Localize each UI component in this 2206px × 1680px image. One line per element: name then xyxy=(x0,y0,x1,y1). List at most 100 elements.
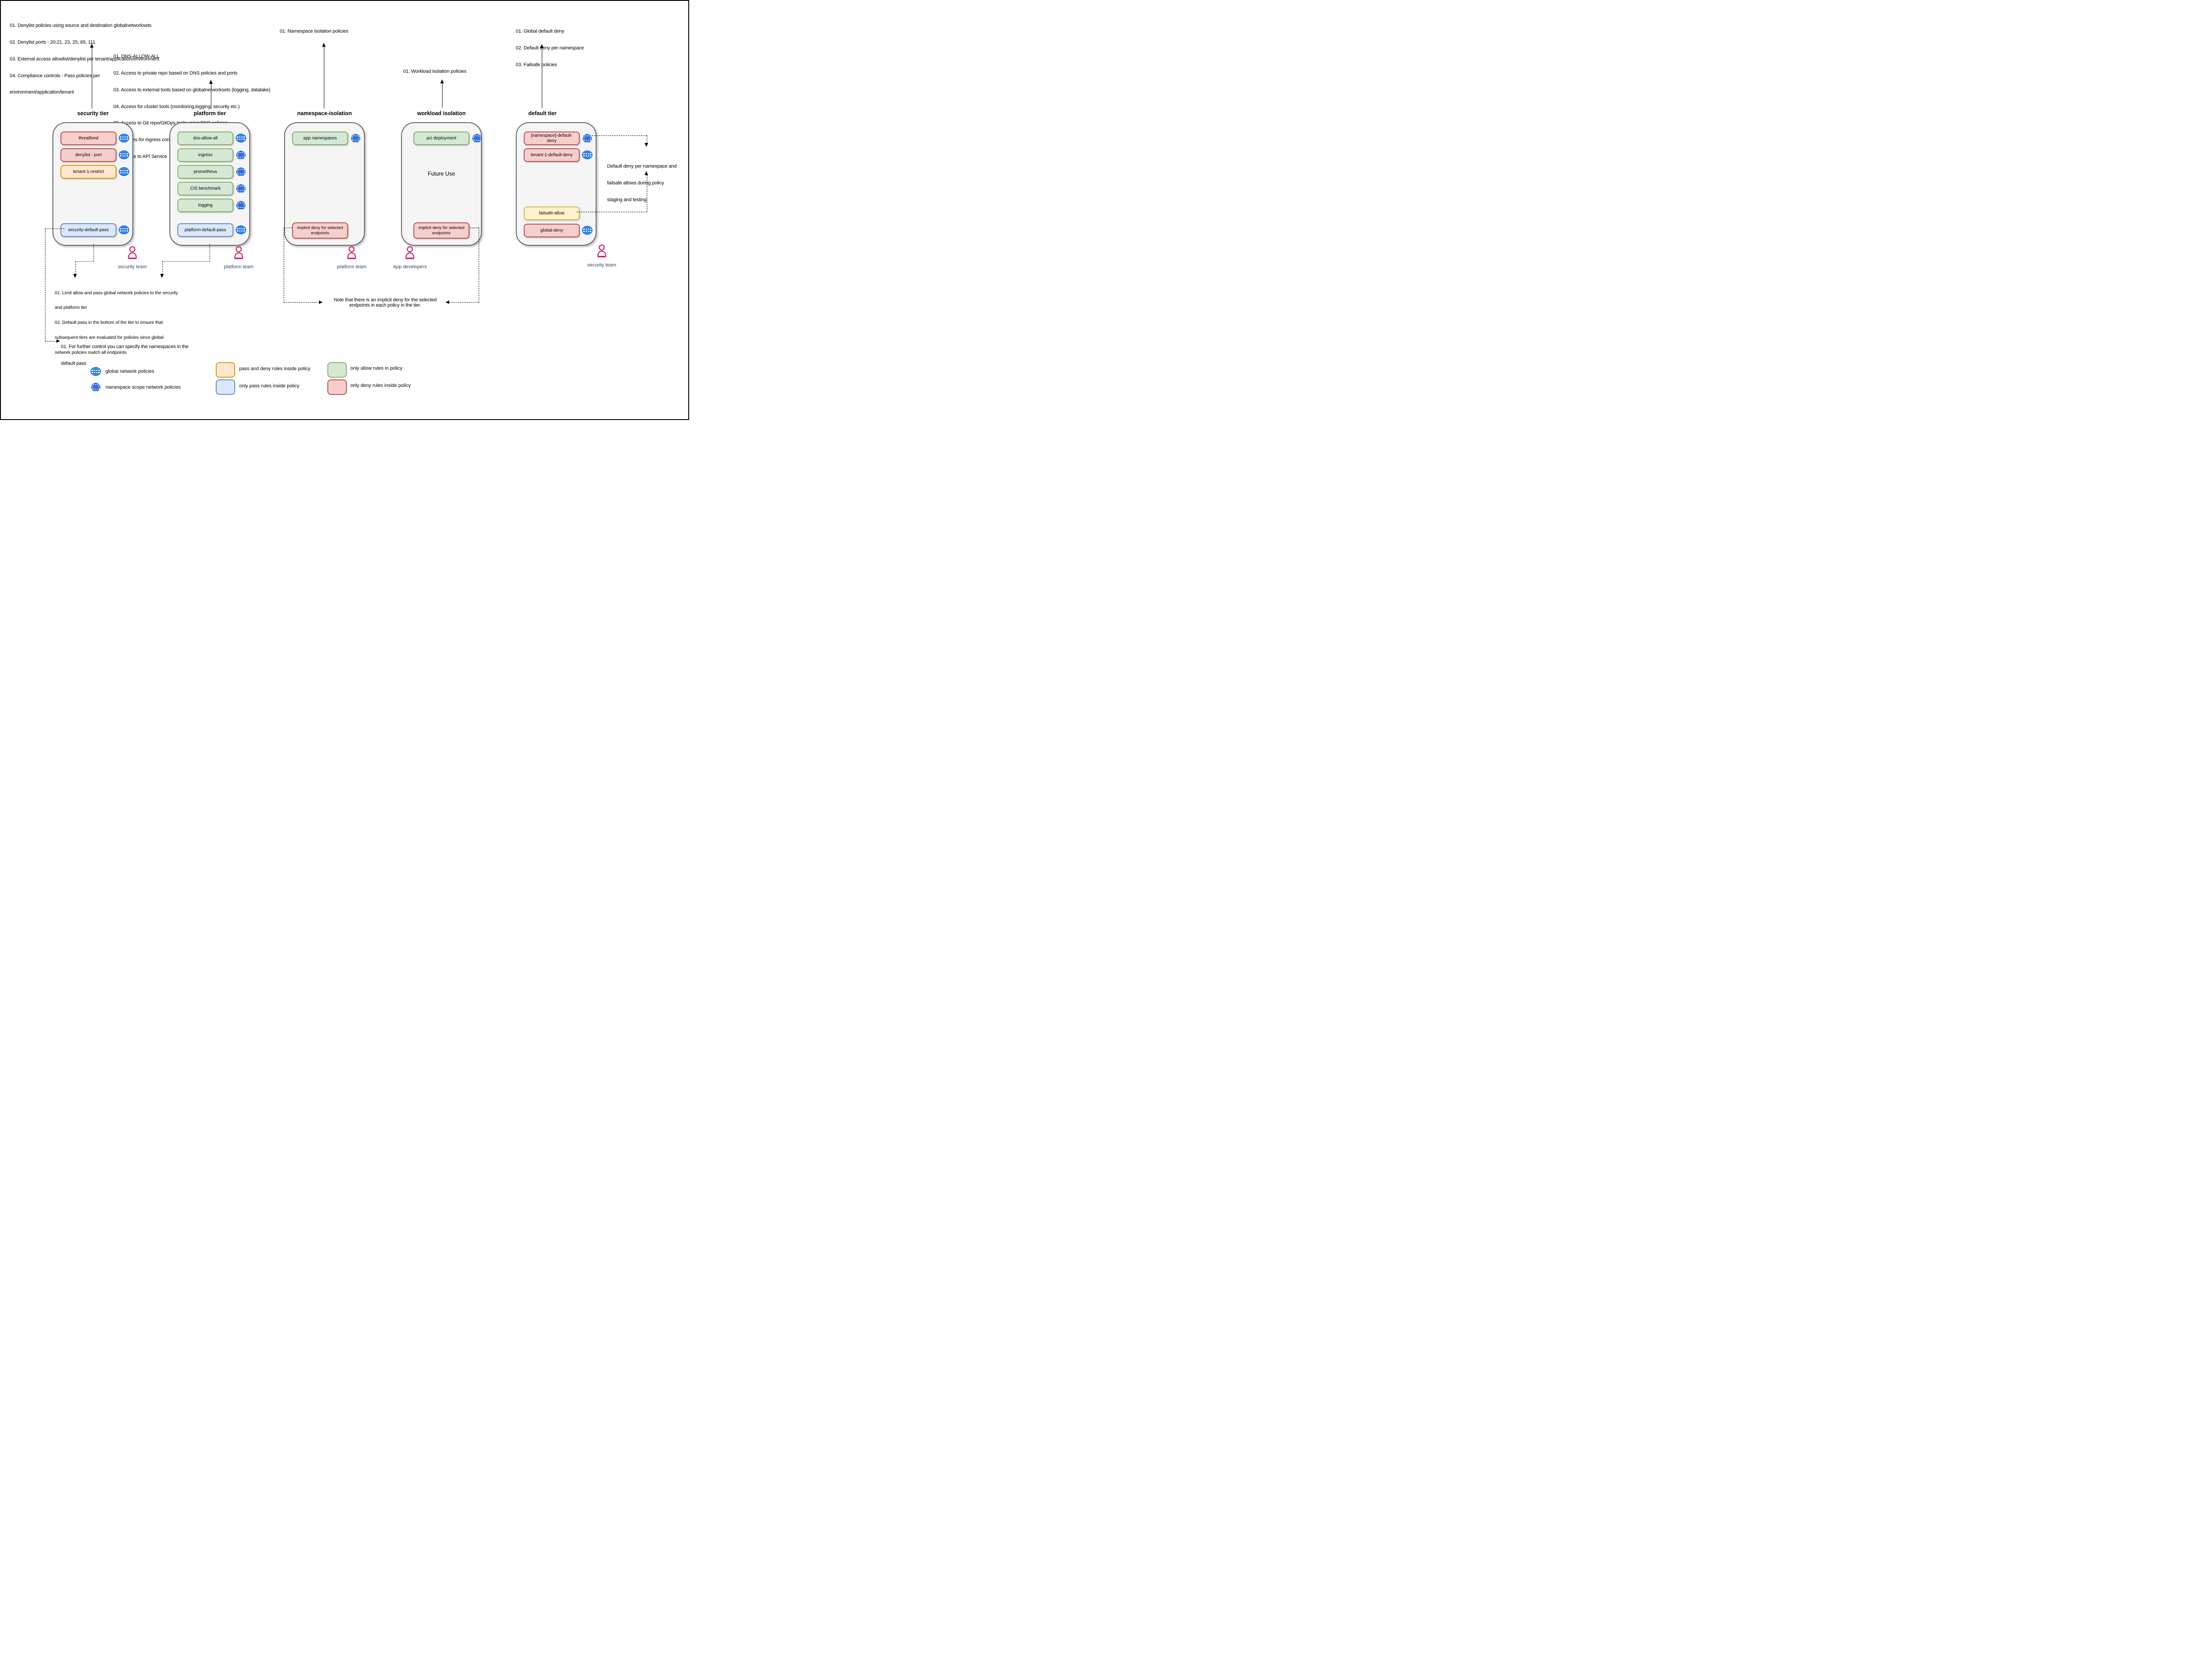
note-line: 03. Access to external tools based on gl… xyxy=(113,87,270,93)
tier-title-platform: platform tier xyxy=(194,110,226,116)
note-line: Default deny per namespace and xyxy=(607,164,677,169)
note-line: 01. Limit allow and pass global network … xyxy=(55,290,178,296)
policy-label: CIS benchmark xyxy=(190,186,221,191)
policy-failsafe-allow: failsafe-allow xyxy=(524,206,580,220)
policy-threatfeed: threatfeed xyxy=(60,131,116,145)
tier-title-security: security tier xyxy=(77,110,109,116)
globe-icon xyxy=(236,133,246,143)
note-line: 04. Access for cluster tools (monitoring… xyxy=(113,104,240,109)
policy-security-default-pass: security-default-pass xyxy=(60,223,116,237)
team-security-2: security team xyxy=(575,244,628,268)
tier-title-namespace-isolation: namespace-isolation xyxy=(297,110,352,116)
connector-arrowhead xyxy=(446,300,449,304)
legend-swatch-only-deny xyxy=(327,379,347,395)
arrow-workload-notes xyxy=(440,79,444,83)
policy-prometheus: prometheus xyxy=(177,165,233,179)
namespace-isolation-note: 01. Namespace isolation policies xyxy=(280,29,349,34)
globe-icon xyxy=(90,367,101,376)
policy-label: ingress xyxy=(198,152,213,158)
note-line: staging and testing xyxy=(607,197,647,202)
connector-line xyxy=(592,135,647,136)
note-line: Note that there is an implicit deny for … xyxy=(334,297,437,303)
legend-global-label: global network policies xyxy=(105,369,154,374)
legend-namespace-label: namespace scope network policies xyxy=(105,385,181,390)
pass-policy-note: 01. Limit allow and pass global network … xyxy=(55,281,178,365)
team-platform: platform team xyxy=(212,246,265,270)
policy-ingress: ingress xyxy=(177,148,233,162)
globe-icon xyxy=(236,225,246,235)
globe-icon xyxy=(582,225,593,235)
note-line: network policies match all endpoints xyxy=(55,350,127,356)
connector-line xyxy=(162,261,210,262)
legend-swatch-pass-and-deny xyxy=(216,362,235,378)
connector-line xyxy=(75,261,94,262)
namespace-icon xyxy=(472,133,482,143)
note-line: 03. Failsafe policies xyxy=(516,62,557,68)
tier-title-default: default tier xyxy=(528,110,557,116)
note-line: environment/application/tenant xyxy=(10,90,74,95)
tier-namespace-isolation: namespace-isolation app namespaces impli… xyxy=(284,110,365,246)
policy-implicit-deny: implicit deny for selected endpoints xyxy=(413,222,469,239)
legend-swatch-only-pass xyxy=(216,379,235,395)
default-tier-notes: 01. Global default deny 02. Default deny… xyxy=(516,18,584,79)
globe-icon xyxy=(119,150,129,160)
tier-box-security: threatfeed denylist - port tenant-1-rest… xyxy=(53,122,133,246)
tier-box-namespace-isolation: app namespaces implicit deny for selecte… xyxy=(284,122,365,246)
note-line: and platform tier xyxy=(55,305,87,311)
tier-default: default tier [namespace]-default-deny te… xyxy=(516,110,597,246)
connector-line xyxy=(284,302,320,303)
namespace-icon xyxy=(236,184,246,193)
policy-implicit-deny: implicit deny for selected endpoints xyxy=(292,222,348,239)
note-line: endpoints in each policy in the tier. xyxy=(349,303,421,308)
note-line: 04. Compliance controls - Pass policies … xyxy=(10,73,100,79)
policy-label: failsafe-allow xyxy=(539,210,565,216)
legend-only-deny-label: only deny rules inside policy xyxy=(350,383,411,388)
team-label: security team xyxy=(118,264,147,270)
diagram-canvas: 01. Denylist policies using source and d… xyxy=(0,0,689,420)
legend-only-pass-label: only pass rules inside policy xyxy=(239,383,300,389)
policy-label: logging xyxy=(198,202,213,208)
namespace-icon xyxy=(236,150,246,160)
policy-tenant-1-restrict: tenant-1-restrict xyxy=(60,165,116,179)
namespace-icon xyxy=(236,167,246,176)
policy-pci-deployment: pci deployment xyxy=(413,131,469,145)
person-icon xyxy=(126,246,139,260)
arrow-namespace-notes xyxy=(322,43,326,47)
team-label: App developers xyxy=(393,264,427,270)
workload-isolation-note: 01. Workload isolation policies xyxy=(403,69,467,74)
policy-label: implicit deny for selected endpoints xyxy=(418,225,465,236)
globe-icon xyxy=(119,133,129,143)
implicit-deny-note: Note that there is an implicit deny for … xyxy=(327,297,443,308)
policy-platform-default-pass: platform-default-pass xyxy=(177,223,233,237)
globe-icon xyxy=(119,225,129,235)
note-line: subsequent tiers are evaluated for polic… xyxy=(55,335,164,341)
future-use-label: Future Use xyxy=(428,171,455,177)
arrow-security-notes xyxy=(90,44,94,48)
connector-line xyxy=(75,261,76,274)
legend-only-allow-label: only allow rules in policy xyxy=(350,366,402,371)
policy-label: implicit deny for selected endpoints xyxy=(297,225,343,236)
policy-tenant-1-default-deny: tenant-1-default-deny xyxy=(524,148,580,162)
namespace-icon xyxy=(90,382,101,392)
policy-app-namespaces: app namespaces xyxy=(292,131,348,145)
tier-title-workload-isolation: workload isolation xyxy=(417,110,466,116)
note-line: 02. Default deny per namespace xyxy=(516,45,584,51)
tier-platform: platform tier dns-allow-all ingress prom… xyxy=(169,110,250,246)
connector-arrowhead xyxy=(160,274,164,278)
policy-global-deny: global-deny xyxy=(524,224,580,237)
team-label: security team xyxy=(587,262,616,268)
note-line: 03. External access allowlist/denylist p… xyxy=(10,56,159,62)
policy-dns-allow-all: dns-allow-all xyxy=(177,131,233,145)
note-line: 01. DNS-ALLOW-ALL xyxy=(113,54,160,60)
tier-box-platform: dns-allow-all ingress prometheus CIS ben… xyxy=(169,122,250,246)
globe-icon xyxy=(119,167,129,176)
further-control-note: 01. For further control you can specify … xyxy=(61,333,188,378)
team-security: security team xyxy=(106,246,159,270)
namespace-icon xyxy=(350,133,361,143)
policy-label: threatfeed xyxy=(78,135,99,141)
namespace-icon xyxy=(582,133,593,143)
policy-label: dns-allow-all xyxy=(193,135,218,141)
note-line: default pass xyxy=(61,360,86,366)
connector-line xyxy=(162,261,163,274)
tier-security: security tier threatfeed denylist - port… xyxy=(53,110,133,246)
